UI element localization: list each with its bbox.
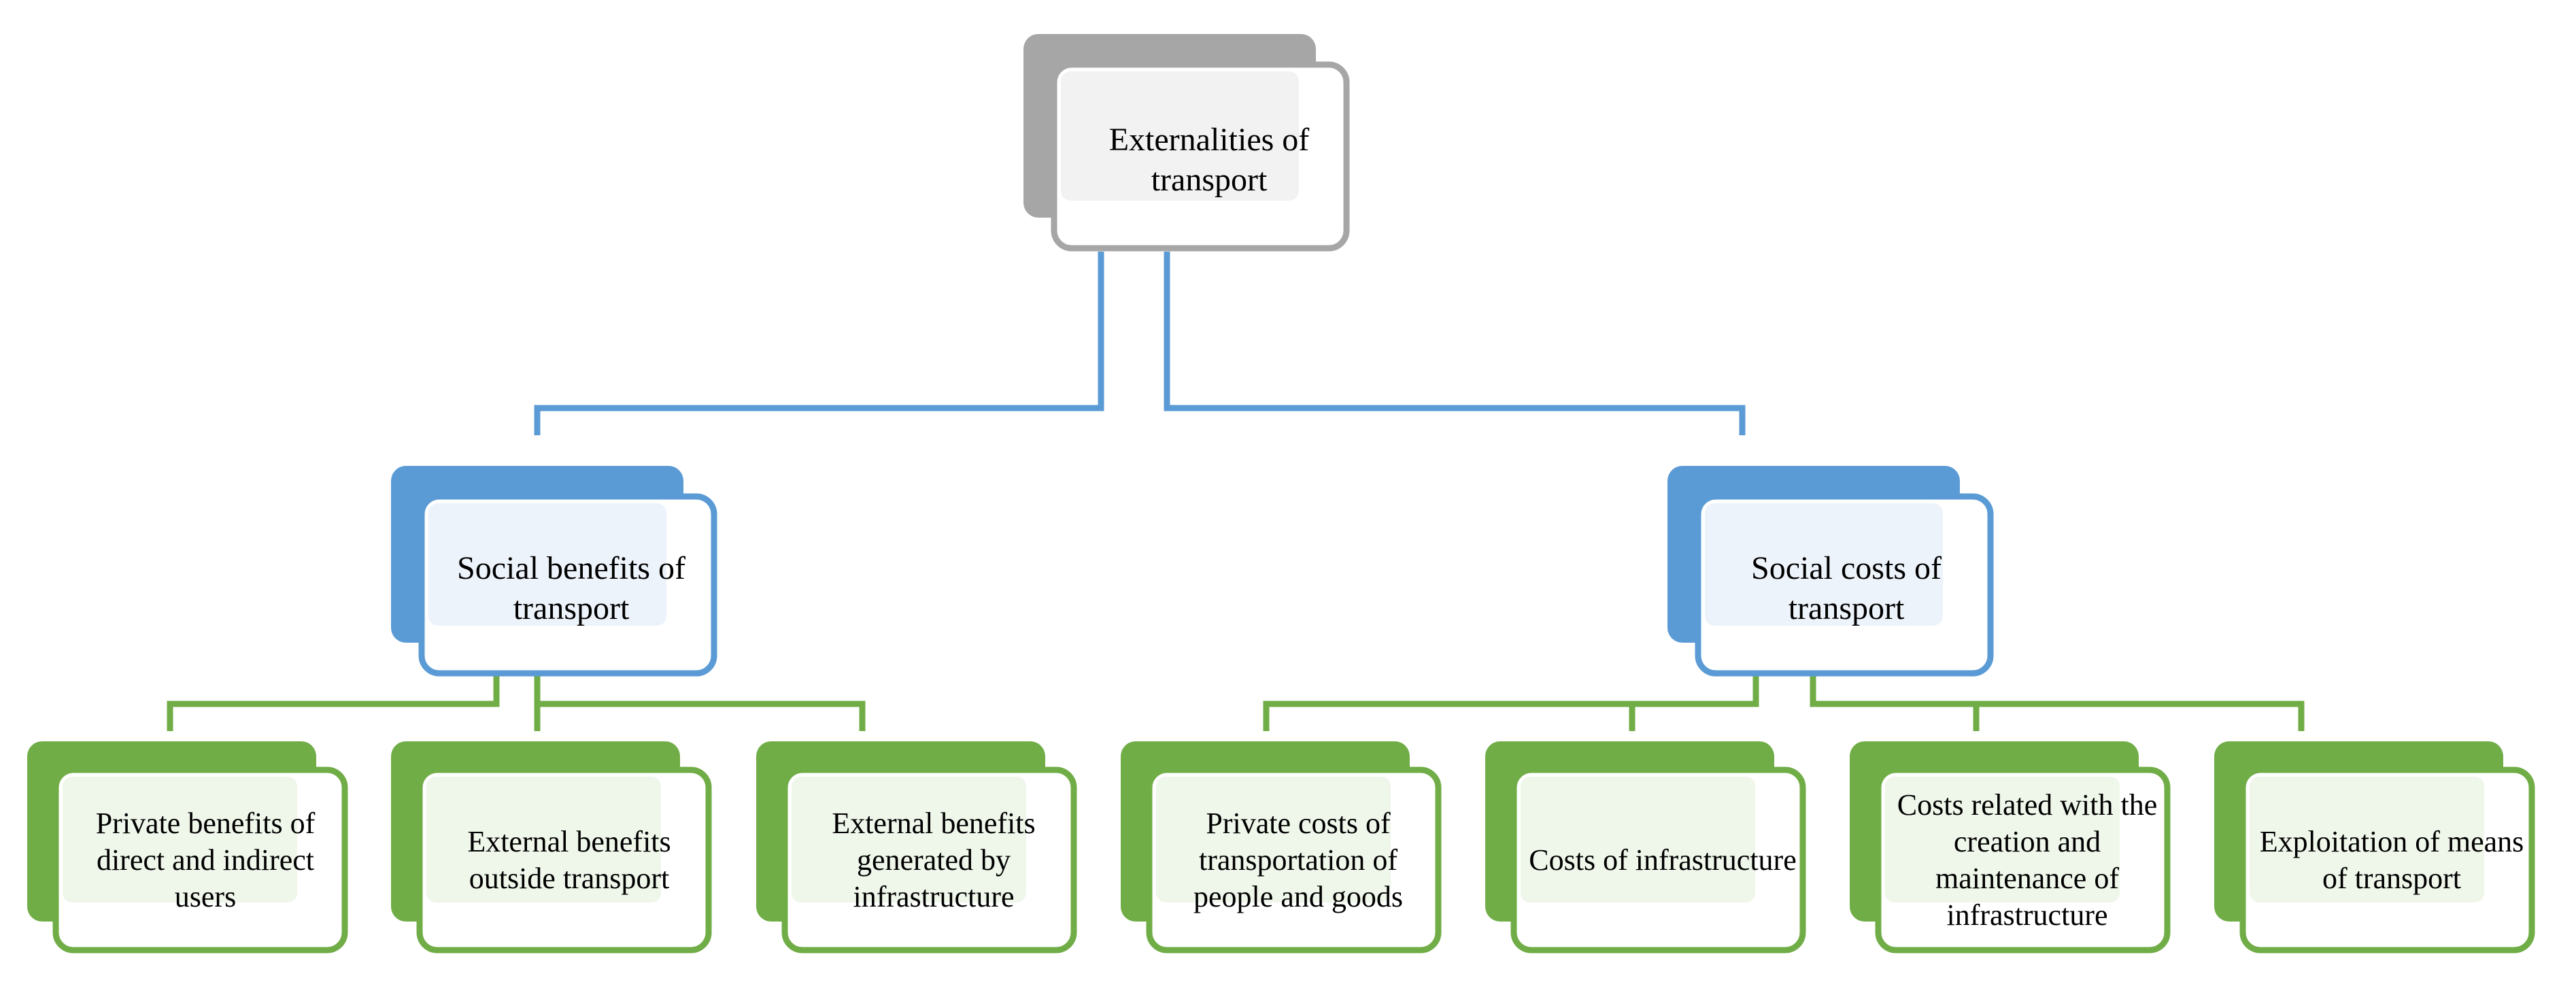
connector-costs-to-leaf-4	[1976, 701, 2305, 731]
branch-label-social-benefits: Social benefits of transport	[457, 550, 685, 626]
leaf-node-costs-of-infrastructure-panel	[1521, 777, 1755, 903]
branch-node-social-benefits-panel	[428, 503, 666, 626]
boxes	[27, 34, 2535, 954]
leaf-label-private-benefits: Private benefits of direct and indirect …	[95, 806, 316, 914]
leaf-node-external-benefits-outside	[391, 741, 712, 954]
leaf-label-external-benefits-infrastructure: External benefits generated by infrastru…	[832, 806, 1036, 914]
leaf-node-private-benefits-frame	[52, 766, 348, 954]
branch-label-social-costs: Social costs of transport	[1751, 550, 1942, 626]
leaf-node-private-costs-panel	[1156, 777, 1391, 903]
connector-root-to-benefits	[534, 252, 1104, 435]
leaf-node-external-benefits-infrastructure-panel	[792, 777, 1026, 903]
leaf-node-private-costs	[1121, 741, 1442, 954]
root-node-frame	[1051, 61, 1350, 252]
leaf-node-costs-creation-maintenance-panel	[1885, 777, 2120, 903]
leaf-node-costs-of-infrastructure	[1485, 741, 1806, 954]
leaf-label-costs-of-infrastructure: Costs of infrastructure	[1529, 843, 1797, 877]
leaf-label-private-costs: Private costs of transportation of peopl…	[1193, 806, 1403, 914]
leaf-label-costs-creation-maintenance: Costs related with the creation and main…	[1897, 788, 2158, 932]
root-label: Externalities of transport	[1108, 121, 1310, 198]
root-node-panel	[1061, 71, 1299, 201]
leaf-node-external-benefits-outside-panel	[426, 777, 661, 903]
leaf-node-exploitation-means	[2214, 741, 2535, 954]
leaf-node-costs-of-infrastructure-frame	[1510, 766, 1806, 954]
branch-node-social-costs-frame	[1695, 493, 1994, 677]
leaf-label-exploitation-means: Exploitation of means of transport	[2259, 824, 2524, 895]
connectors	[167, 252, 2305, 731]
leaf-node-private-costs-frame	[1146, 766, 1442, 954]
branch-node-social-costs	[1667, 466, 1994, 677]
connector-benefits-to-leaf-3	[537, 701, 866, 731]
leaf-node-exploitation-means-frame	[2239, 766, 2535, 954]
leaf-node-exploitation-means-panel	[2250, 777, 2484, 903]
connector-costs-to-leaf-2	[1266, 701, 1636, 731]
connector-costs-to-leaf-1	[1263, 656, 1759, 731]
leaf-label-external-benefits-outside: External benefits outside transport	[467, 824, 671, 895]
leaf-node-costs-creation-maintenance-frame	[1875, 766, 2171, 954]
root-node	[1023, 34, 1350, 252]
leaf-node-external-benefits-infrastructure-frame	[781, 766, 1077, 954]
branch-node-social-benefits	[391, 466, 717, 677]
leaf-node-private-benefits	[27, 741, 348, 954]
connector-costs-to-leaf-3	[1810, 656, 1980, 731]
branch-node-social-benefits-frame	[418, 493, 717, 677]
connector-benefits-to-leaf-1	[167, 656, 500, 731]
leaf-node-costs-creation-maintenance	[1850, 741, 2171, 954]
connector-root-to-costs	[1164, 252, 1746, 435]
branch-node-social-costs-panel	[1705, 503, 1943, 626]
leaf-node-external-benefits-infrastructure	[756, 741, 1077, 954]
leaf-node-external-benefits-outside-frame	[416, 766, 712, 954]
leaf-node-private-benefits-panel	[63, 777, 297, 903]
